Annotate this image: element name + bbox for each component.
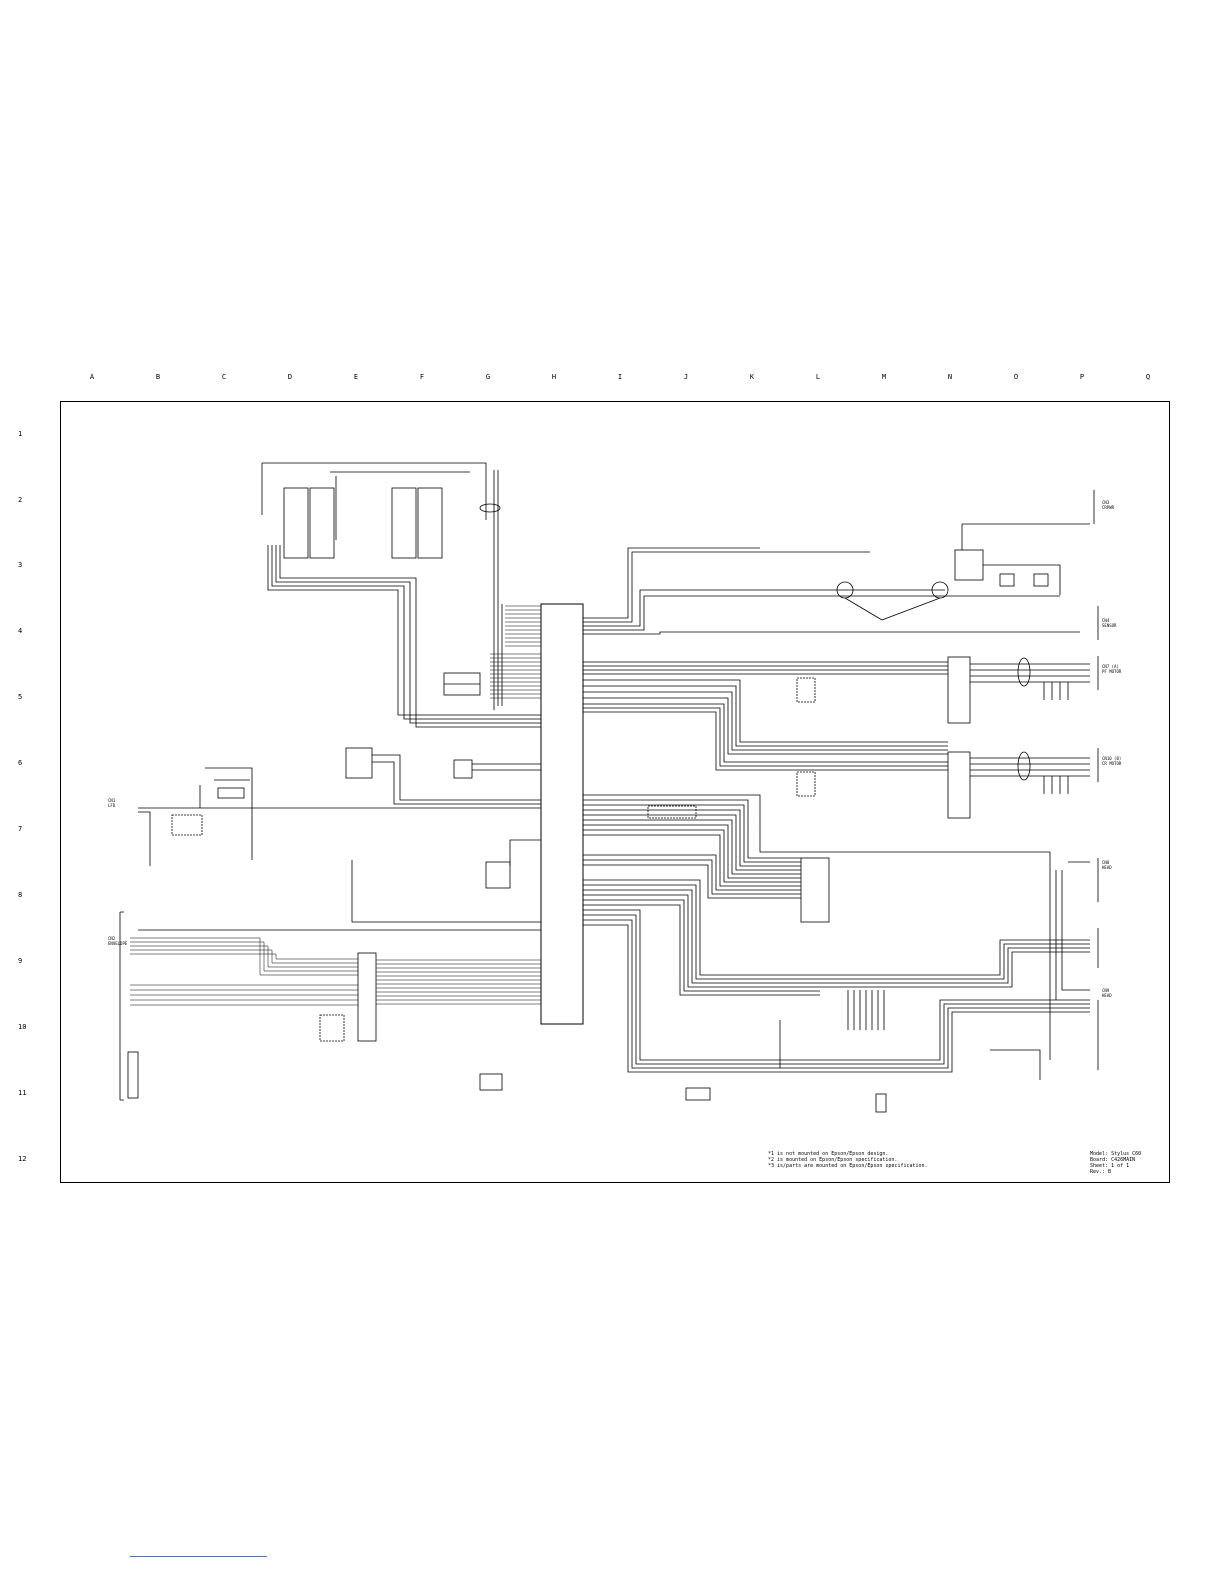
column-label-g: G [485, 373, 491, 381]
row-label-10: 10 [18, 1023, 27, 1031]
cn8-label: CN8 HEAD [1102, 860, 1112, 870]
column-label-n: N [947, 373, 953, 381]
title-sheet: Sheet: 1 of 1 [1090, 1163, 1130, 1169]
column-label-p: P [1079, 373, 1085, 381]
column-label-k: K [749, 373, 755, 381]
column-label-f: F [419, 373, 425, 381]
row-label-4: 4 [18, 627, 23, 635]
row-label-8: 8 [18, 891, 23, 899]
column-label-b: B [155, 373, 161, 381]
cn1-label: CN1 LFD [108, 798, 116, 808]
column-label-e: E [353, 373, 359, 381]
cn2-pin-header [127, 1051, 139, 1099]
column-label-j: J [683, 373, 689, 381]
note-line-3: *3 is/parts are mounted on Epson/Epson s… [768, 1163, 928, 1169]
interface-ic [357, 952, 377, 1042]
column-label-a: A [89, 373, 95, 381]
column-label-q: Q [1145, 373, 1151, 381]
column-label-i: I [617, 373, 623, 381]
column-label-l: L [815, 373, 821, 381]
note-line-2: *2 is mounted on Epson/Epson specificati… [768, 1157, 898, 1163]
memory-chip-4 [417, 487, 443, 559]
eeprom-ic [345, 747, 373, 779]
title-rev: Rev.: B [1090, 1169, 1112, 1175]
lfd-resistor [217, 787, 245, 799]
row-label-12: 12 [18, 1155, 27, 1163]
column-label-c: C [221, 373, 227, 381]
schematic-border [60, 401, 1170, 1183]
column-label-m: M [881, 373, 887, 381]
row-label-9: 9 [18, 957, 23, 965]
column-label-d: D [287, 373, 293, 381]
main-asic [540, 603, 584, 1025]
cn9-label: CN9 HEAD [1102, 988, 1112, 998]
power-ic [954, 549, 984, 581]
row-label-6: 6 [18, 759, 23, 767]
column-label-h: H [551, 373, 557, 381]
memory-chip-1 [283, 487, 309, 559]
cn4-label: CN4 SENSOR [1102, 618, 1117, 628]
row-label-5: 5 [18, 693, 23, 701]
row-label-1: 1 [18, 430, 23, 438]
motor-driver-b [947, 751, 971, 819]
footer-link-underline[interactable] [130, 1556, 267, 1557]
cn3-label: CN3 CRPWR [1102, 500, 1115, 510]
title-model: Model: Stylus C60 [1090, 1151, 1142, 1157]
head-driver-ic [800, 857, 830, 923]
row-label-2: 2 [18, 496, 23, 504]
memory-chip-3 [391, 487, 417, 559]
cn10-label: CN10 (B) CR MOTOR [1102, 756, 1122, 766]
row-label-11: 11 [18, 1089, 27, 1097]
title-board: Board: C426MAIN [1090, 1157, 1136, 1163]
motor-driver-a [947, 656, 971, 724]
note-line-1: *1 is not mounted on Epson/Epson design. [768, 1151, 889, 1157]
memory-chip-2 [309, 487, 335, 559]
row-label-7: 7 [18, 825, 23, 833]
cn7-label: CN7 (A) PF MOTOR [1102, 664, 1122, 674]
cn2-label: CN2 ENVELOPE [108, 936, 128, 946]
row-label-3: 3 [18, 561, 23, 569]
column-label-o: O [1013, 373, 1019, 381]
